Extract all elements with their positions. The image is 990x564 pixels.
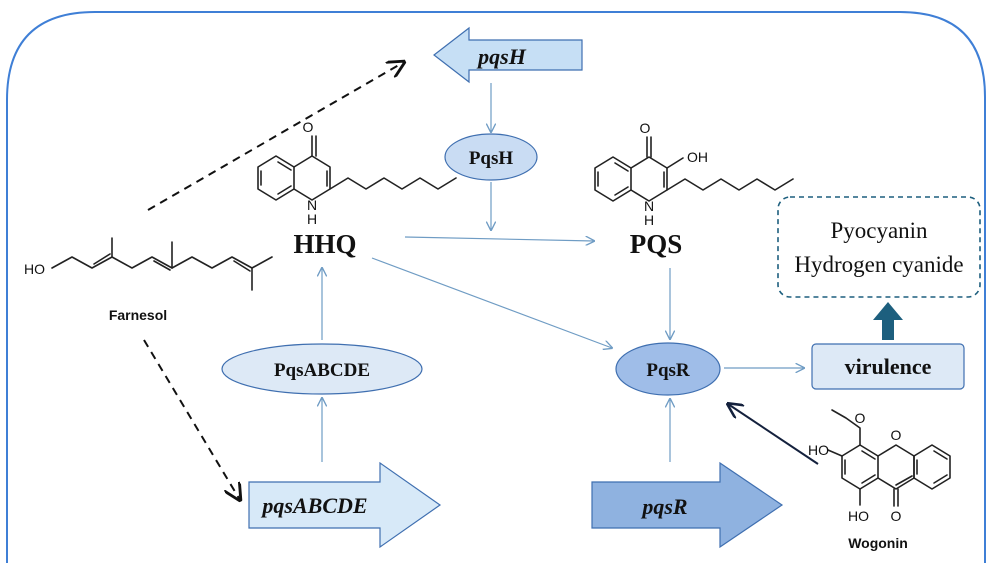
wogonin-label: Wogonin bbox=[848, 535, 908, 551]
PqsH-protein-label: PqsH bbox=[469, 148, 514, 169]
pqsABCDE-gene-label: pqsABCDE bbox=[260, 493, 367, 518]
virulence-products-box: Pyocyanin Hydrogen cyanide bbox=[777, 196, 981, 298]
farnesol-atom-HO: HO bbox=[24, 261, 45, 277]
pqsABCDE-gene-arrow: pqsABCDE bbox=[248, 461, 442, 549]
virulence-output-arrow bbox=[873, 302, 903, 340]
virulence-node: virulence bbox=[811, 343, 965, 390]
HHQ-atom-H: H bbox=[307, 211, 317, 227]
arrow-HHQ-to-PqsR bbox=[371, 257, 612, 348]
farnesol-structure: HO bbox=[24, 237, 273, 291]
wogonin-atom-HO-top: HO bbox=[808, 442, 829, 458]
arrow-HHQ-to-PQS bbox=[404, 237, 594, 241]
PqsABCDE-protein-node: PqsABCDE bbox=[221, 343, 423, 395]
wogonin-atom-O-ring: O bbox=[891, 427, 902, 443]
HHQ-structure: O N H bbox=[257, 119, 457, 227]
HHQ-atom-O: O bbox=[303, 119, 314, 135]
wogonin-atom-O-methoxy: O bbox=[855, 410, 866, 426]
wogonin-structure: O O HO HO O bbox=[808, 409, 951, 524]
HHQ-label: HHQ bbox=[293, 229, 356, 259]
dashed-arrow-farnesol-to-pqsH bbox=[147, 62, 404, 211]
cell-boundary bbox=[6, 11, 986, 563]
farnesol-label: Farnesol bbox=[109, 307, 167, 323]
wogonin-atom-HO-bottom: HO bbox=[848, 508, 869, 524]
arrow-wogonin-to-PqsR bbox=[728, 404, 819, 465]
virulence-label: virulence bbox=[845, 354, 932, 379]
PqsR-protein-node: PqsR bbox=[615, 342, 721, 396]
PQS-atom-H: H bbox=[644, 212, 654, 228]
PQS-atom-N: N bbox=[644, 198, 654, 214]
PqsH-protein-node: PqsH bbox=[444, 133, 538, 181]
PQS-atom-O: O bbox=[640, 120, 651, 136]
PqsR-protein-label: PqsR bbox=[646, 360, 690, 381]
PQS-atom-OH: OH bbox=[687, 149, 708, 165]
pqsR-gene-arrow: pqsR bbox=[591, 461, 784, 549]
dashed-arrow-farnesol-to-pqsABCDE bbox=[143, 339, 240, 500]
pqsH-gene-label: pqsH bbox=[476, 44, 527, 69]
PQS-label: PQS bbox=[630, 229, 683, 259]
product-hydrogen-cyanide: Hydrogen cyanide bbox=[794, 252, 963, 277]
wogonin-atom-O-keto: O bbox=[891, 508, 902, 524]
pqsH-gene-arrow: pqsH bbox=[433, 26, 583, 84]
HHQ-atom-N: N bbox=[307, 197, 317, 213]
PqsABCDE-protein-label: PqsABCDE bbox=[274, 360, 370, 381]
product-pyocyanin: Pyocyanin bbox=[830, 218, 928, 243]
PQS-structure: O OH N H bbox=[594, 120, 794, 228]
pqsR-gene-label: pqsR bbox=[640, 494, 687, 519]
